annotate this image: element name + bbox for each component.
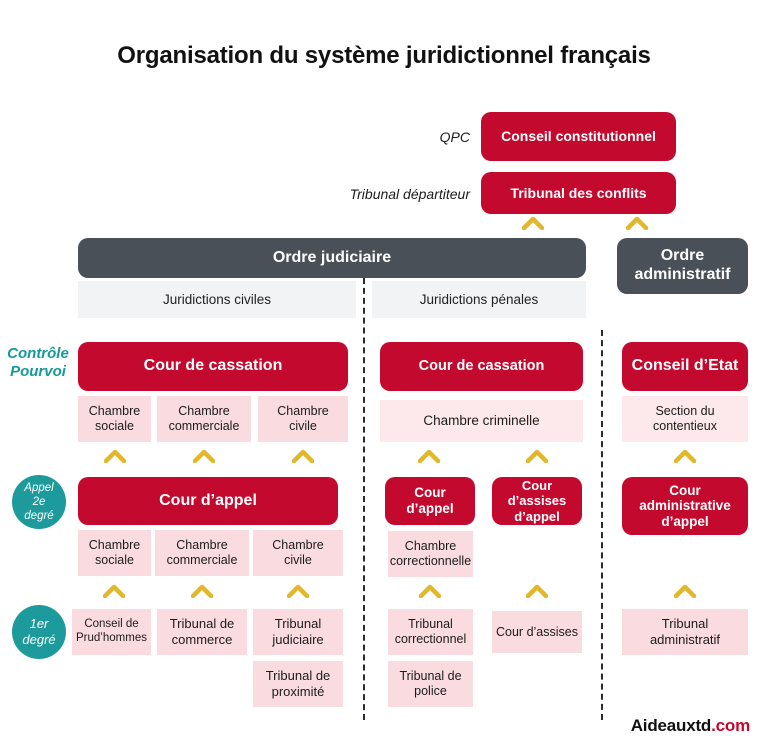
band-juridictions-penales: Juridictions pénales xyxy=(372,281,586,318)
chevron-up-icon xyxy=(522,216,544,230)
qpc-label: QPC xyxy=(439,129,470,145)
node-penal-tribunal-police[interactable]: Tribunal de police xyxy=(388,661,473,707)
badge-appel-line3: degré xyxy=(24,510,54,522)
label-pourvoi: Pourvoi xyxy=(10,363,66,380)
node-civil-chambre-sociale-haut[interactable]: Chambre sociale xyxy=(78,396,151,442)
badge-appel-line2: 2e xyxy=(32,495,46,508)
divider-judiciaire-administratif xyxy=(601,330,603,720)
badge-premier-line2: degré xyxy=(22,632,56,647)
node-civil-tribunal-proximite[interactable]: Tribunal de proximité xyxy=(253,661,343,707)
chevron-up-icon xyxy=(626,216,648,230)
badge-appel-2e-degre: Appel 2e degré xyxy=(12,475,66,529)
logo-tld: .com xyxy=(711,716,750,735)
site-logo: Aideauxtd.com xyxy=(631,716,750,736)
chevron-up-icon xyxy=(526,584,548,598)
node-civil-tribunal-commerce[interactable]: Tribunal de commerce xyxy=(157,609,247,655)
label-controle: Contrôle xyxy=(7,345,69,362)
node-civil-tribunal-judiciaire[interactable]: Tribunal judiciaire xyxy=(253,609,343,655)
chevron-up-icon xyxy=(526,449,548,463)
chevron-up-icon xyxy=(103,584,125,598)
node-admin-cour-administrative-dappel[interactable]: Cour administrative d’appel xyxy=(622,477,748,535)
node-civil-chambre-commerciale-bas[interactable]: Chambre commerciale xyxy=(155,530,249,576)
node-civil-chambre-commerciale-haut[interactable]: Chambre commerciale xyxy=(157,396,251,442)
badge-premier-line1: 1er xyxy=(29,616,49,632)
node-tribunal-des-conflits[interactable]: Tribunal des conflits xyxy=(481,172,676,214)
badge-appel-line1: Appel xyxy=(24,481,54,494)
chevron-up-icon xyxy=(419,584,441,598)
chevron-up-icon xyxy=(104,449,126,463)
badge-1er-degre: 1er degré xyxy=(12,605,66,659)
chevron-up-icon xyxy=(191,584,213,598)
node-penal-cour-dappel[interactable]: Cour d’appel xyxy=(385,477,475,525)
band-juridictions-civiles: Juridictions civiles xyxy=(78,281,356,318)
chevron-up-icon xyxy=(193,449,215,463)
node-penal-chambre-correctionnelle[interactable]: Chambre correctionnelle xyxy=(388,531,473,577)
node-penal-cour-dassises-dappel[interactable]: Cour d’assises d’appel xyxy=(492,477,582,525)
chevron-up-icon xyxy=(674,584,696,598)
node-civil-chambre-sociale-bas[interactable]: Chambre sociale xyxy=(78,530,151,576)
page-title: Organisation du système juridictionnel f… xyxy=(117,42,651,69)
node-admin-section-contentieux[interactable]: Section du contentieux xyxy=(622,396,748,442)
chevron-up-icon xyxy=(287,584,309,598)
node-civil-chambre-civile-haut[interactable]: Chambre civile xyxy=(258,396,348,442)
node-civil-cour-de-cassation[interactable]: Cour de cassation xyxy=(78,342,348,391)
node-admin-tribunal-administratif[interactable]: Tribunal administratif xyxy=(622,609,748,655)
node-penal-cour-de-cassation[interactable]: Cour de cassation xyxy=(380,342,583,391)
node-civil-cour-dappel[interactable]: Cour d’appel xyxy=(78,477,338,525)
header-ordre-judiciaire: Ordre judiciaire xyxy=(78,238,586,278)
chevron-up-icon xyxy=(418,449,440,463)
logo-name: Aideauxtd xyxy=(630,716,712,735)
node-civil-conseil-prudhommes[interactable]: Conseil de Prud’hommes xyxy=(72,609,151,655)
node-penal-tribunal-correctionnel[interactable]: Tribunal correctionnel xyxy=(388,609,473,655)
node-admin-conseil-detat[interactable]: Conseil d’Etat xyxy=(622,342,748,391)
chevron-up-icon xyxy=(292,449,314,463)
node-civil-chambre-civile-bas[interactable]: Chambre civile xyxy=(253,530,343,576)
divider-civil-penal xyxy=(363,278,365,720)
node-penal-chambre-criminelle[interactable]: Chambre criminelle xyxy=(380,400,583,442)
node-conseil-constitutionnel[interactable]: Conseil constitutionnel xyxy=(481,112,676,161)
label-controle-pourvoi: Contrôle Pourvoi xyxy=(0,345,76,381)
tribunal-departiteur-label: Tribunal départiteur xyxy=(349,186,470,202)
node-penal-cour-dassises[interactable]: Cour d’assises xyxy=(492,611,582,653)
chevron-up-icon xyxy=(674,449,696,463)
header-ordre-administratif: Ordre administratif xyxy=(617,238,748,294)
